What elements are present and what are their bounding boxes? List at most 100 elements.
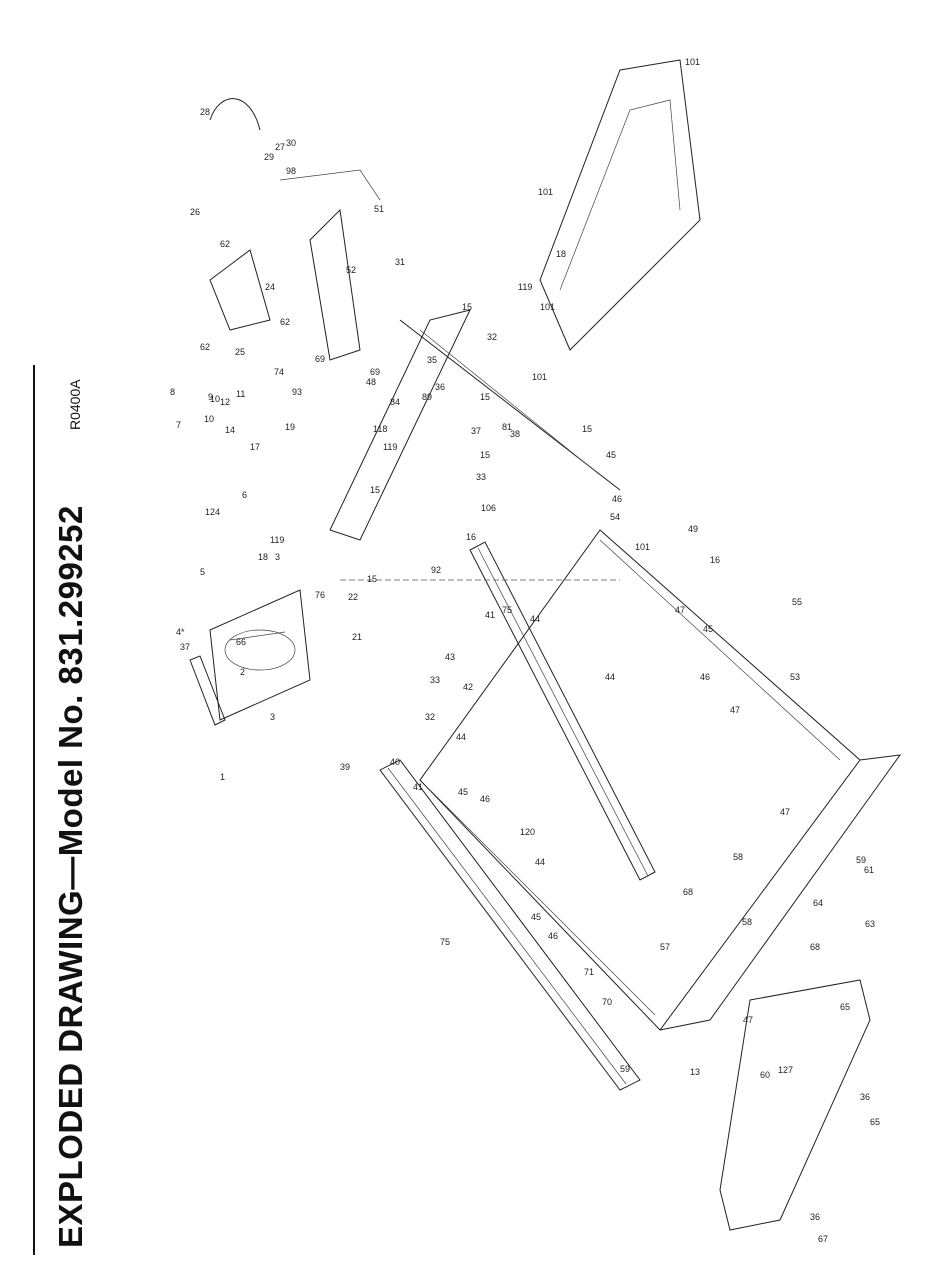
part-label: 29 bbox=[264, 152, 274, 162]
part-label: 36 bbox=[860, 1092, 870, 1102]
part-label: 10 bbox=[210, 394, 220, 404]
part-label: 61 bbox=[864, 865, 874, 875]
motor-assembly bbox=[209, 589, 311, 721]
controller-board bbox=[209, 169, 381, 361]
part-label: 15 bbox=[480, 450, 490, 460]
part-label: 81 bbox=[502, 422, 512, 432]
part-label: 47 bbox=[675, 605, 685, 615]
part-label: 84 bbox=[390, 397, 400, 407]
power-cord bbox=[209, 98, 261, 131]
part-label: 43 bbox=[445, 652, 455, 662]
part-labels: 1 2 3 3 4* 66 37 21 22 76 39 40 41 41 75… bbox=[170, 57, 880, 1244]
part-label: 46 bbox=[548, 931, 558, 941]
part-label: 67 bbox=[818, 1234, 828, 1244]
part-label: 46 bbox=[612, 494, 622, 504]
part-label: 19 bbox=[285, 422, 295, 432]
part-label: 65 bbox=[870, 1117, 880, 1127]
part-label: 8 bbox=[170, 387, 175, 397]
part-label: 44 bbox=[456, 732, 466, 742]
part-label: 24 bbox=[265, 282, 275, 292]
motor-hood bbox=[719, 979, 871, 1231]
part-label: 101 bbox=[540, 302, 555, 312]
part-label: 62 bbox=[280, 317, 290, 327]
part-label: 1 bbox=[220, 772, 225, 782]
part-label: 75 bbox=[440, 937, 450, 947]
part-label: 37 bbox=[471, 426, 481, 436]
part-label: 68 bbox=[810, 942, 820, 952]
part-label: 38 bbox=[510, 429, 520, 439]
part-label: 66 bbox=[236, 637, 246, 647]
part-label: 48 bbox=[366, 377, 376, 387]
part-label: 3 bbox=[275, 552, 280, 562]
part-label: 101 bbox=[635, 542, 650, 552]
part-label: 15 bbox=[367, 574, 377, 584]
part-label: 14 bbox=[225, 425, 235, 435]
part-label: 54 bbox=[610, 512, 620, 522]
part-label: 120 bbox=[520, 827, 535, 837]
title-rule bbox=[33, 365, 35, 1255]
platform-frame bbox=[419, 529, 902, 1031]
part-label: 45 bbox=[703, 624, 713, 634]
part-label: 11 bbox=[236, 389, 245, 399]
part-label: 13 bbox=[690, 1067, 700, 1077]
part-label: 101 bbox=[538, 187, 553, 197]
part-label: 76 bbox=[315, 590, 325, 600]
part-label: 15 bbox=[480, 392, 490, 402]
part-label: 58 bbox=[742, 917, 752, 927]
part-label: 119 bbox=[518, 282, 532, 292]
part-label: 21 bbox=[352, 632, 362, 642]
part-label: 4* bbox=[176, 627, 185, 637]
part-label: 62 bbox=[200, 342, 210, 352]
part-label: 119 bbox=[383, 442, 397, 452]
part-label: 65 bbox=[840, 1002, 850, 1012]
part-label: 53 bbox=[790, 672, 800, 682]
part-label: 46 bbox=[700, 672, 710, 682]
part-label: 101 bbox=[532, 372, 547, 382]
part-label: 15 bbox=[370, 485, 380, 495]
part-label: 89 bbox=[422, 392, 432, 402]
part-label: 51 bbox=[374, 204, 384, 214]
part-label: 41 bbox=[485, 610, 495, 620]
part-label: 5 bbox=[200, 567, 205, 577]
part-label: 58 bbox=[733, 852, 743, 862]
part-label: 42 bbox=[463, 682, 473, 692]
part-label: 45 bbox=[458, 787, 468, 797]
part-label: 47 bbox=[730, 705, 740, 715]
part-label: 18 bbox=[258, 552, 268, 562]
part-label: 119 bbox=[270, 535, 284, 545]
part-label: 71 bbox=[584, 967, 594, 977]
part-label: 15 bbox=[582, 424, 592, 434]
part-label: 22 bbox=[348, 592, 358, 602]
part-label: 33 bbox=[476, 472, 486, 482]
part-label: 47 bbox=[780, 807, 790, 817]
part-label: 33 bbox=[430, 675, 440, 685]
part-label: 30 bbox=[286, 138, 296, 148]
exploded-drawing: 1 2 3 3 4* 66 37 21 22 76 39 40 41 41 75… bbox=[170, 57, 902, 1244]
part-label: 124 bbox=[205, 507, 220, 517]
part-label: 18 bbox=[556, 249, 566, 259]
part-label: 40 bbox=[390, 757, 400, 767]
part-label: 55 bbox=[792, 597, 802, 607]
part-label: 69 bbox=[370, 367, 380, 377]
side-rail-left bbox=[379, 759, 641, 1091]
part-label: 36 bbox=[810, 1212, 820, 1222]
part-label: 3 bbox=[270, 712, 275, 722]
part-label: 44 bbox=[530, 614, 540, 624]
part-label: 118 bbox=[373, 424, 387, 434]
part-label: 93 bbox=[292, 387, 302, 397]
title-block: EXPLODED DRAWING—Model No. 831.299252 R0… bbox=[0, 0, 89, 1267]
part-label: 9 bbox=[208, 392, 213, 402]
part-label: 12 bbox=[220, 397, 230, 407]
part-label: 69 bbox=[315, 354, 325, 364]
part-label: 70 bbox=[602, 997, 612, 1007]
frame-tube bbox=[329, 309, 621, 581]
part-label: 49 bbox=[688, 524, 698, 534]
part-label: 63 bbox=[865, 919, 875, 929]
part-label: 44 bbox=[535, 857, 545, 867]
part-label: 45 bbox=[606, 450, 616, 460]
side-rail-right bbox=[469, 541, 656, 881]
part-label: 10 bbox=[204, 414, 214, 424]
part-label: 57 bbox=[660, 942, 670, 952]
part-label: 6 bbox=[242, 490, 247, 500]
part-label: 60 bbox=[760, 1070, 770, 1080]
